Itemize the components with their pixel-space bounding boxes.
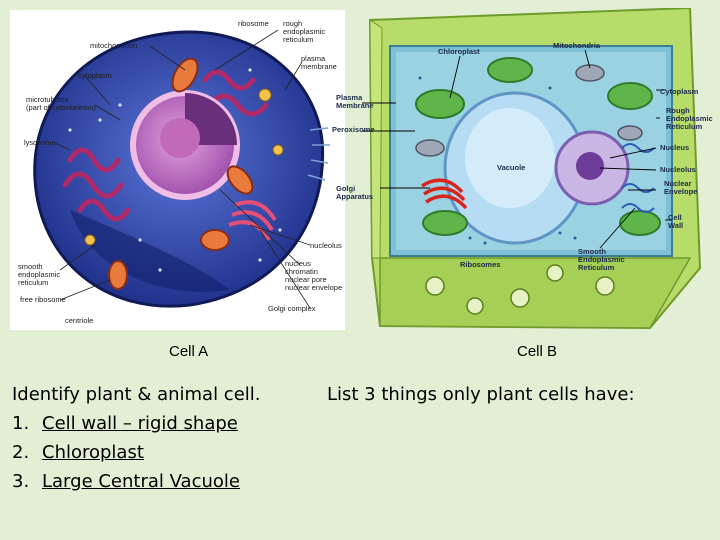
- identify-heading: Identify plant & animal cell.: [12, 384, 261, 405]
- plant-label-nucleolus: Nucleolus: [660, 165, 696, 174]
- list-number: 2.: [12, 442, 30, 463]
- plant-label-smooth-er: Smooth Endoplasmic Reticulum: [578, 247, 625, 272]
- plant-label-chloroplast: Chloroplast: [438, 47, 480, 56]
- plant-label-peroxisome: Peroxisome: [332, 125, 375, 134]
- list-number: 3.: [12, 471, 30, 492]
- animal-label-nucleus-group: nucleus chromatin nuclear pore nuclear e…: [285, 259, 343, 292]
- animal-label-mitochondrion: mitochondrion: [90, 41, 138, 50]
- animal-label-golgi: Golgi complex: [268, 304, 316, 313]
- plant-label-cell-wall: Cell Wall: [668, 213, 684, 230]
- plant-label-plasma-membrane: Plasma Membrane: [336, 93, 374, 110]
- identify-text-block: Identify plant & animal cell. 1. Cell wal…: [12, 380, 261, 496]
- plant-label-rough-er: Rough Endoplasmic Reticulum: [666, 106, 713, 131]
- plant-cell-diagram: Chloroplast Mitochondria Plasma Membrane…: [332, 6, 713, 338]
- list-text: Chloroplast: [42, 442, 144, 463]
- animal-cell-diagram: ribosome rough endoplasmic reticulum mit…: [10, 10, 345, 330]
- animal-label-plasma-membrane: plasma membrane: [301, 54, 337, 71]
- plant-question-heading: List 3 things only plant cells have:: [327, 384, 635, 405]
- list-text: Cell wall – rigid shape: [42, 413, 238, 434]
- plant-cell-illustration: [362, 6, 702, 330]
- animal-label-lysosome: lysosome: [24, 138, 56, 147]
- list-number: 1.: [12, 413, 30, 434]
- animal-label-rough-er: rough endoplasmic reticulum: [283, 19, 326, 44]
- cell-a-caption: Cell A: [169, 343, 209, 360]
- list-item: 3. Large Central Vacuole: [12, 467, 261, 496]
- plant-question-block: List 3 things only plant cells have:: [327, 380, 635, 409]
- plant-label-nuclear-envelope: Nuclear Envelope: [664, 179, 698, 196]
- animal-label-cytoplasm: cytoplasm: [78, 71, 112, 80]
- animal-label-nucleolus: nucleolus: [310, 241, 342, 250]
- plant-label-golgi: Golgi Apparatus: [336, 184, 374, 201]
- animal-label-centriole: centriole: [65, 316, 94, 325]
- list-item: 2. Chloroplast: [12, 438, 261, 467]
- animal-label-microtubules: microtubules (part of cytoskeleton): [26, 95, 97, 112]
- plant-label-ribosomes: Ribosomes: [460, 260, 501, 269]
- cell-b-caption: Cell B: [517, 343, 558, 360]
- list-text: Large Central Vacuole: [42, 471, 240, 492]
- list-item: 1. Cell wall – rigid shape: [12, 409, 261, 438]
- animal-label-ribosome: ribosome: [238, 19, 269, 28]
- plant-label-mitochondria: Mitochondria: [553, 41, 601, 50]
- animal-cell-illustration: [33, 29, 330, 309]
- animal-label-smooth-er: smooth endoplasmic reticulum: [18, 262, 61, 287]
- plant-label-vacuole: Vacuole: [497, 163, 526, 172]
- plant-label-cytoplasm: Cytoplasm: [660, 87, 699, 96]
- plant-label-nucleus: Nucleus: [660, 143, 690, 152]
- animal-label-free-ribosome: free ribosome: [20, 295, 66, 304]
